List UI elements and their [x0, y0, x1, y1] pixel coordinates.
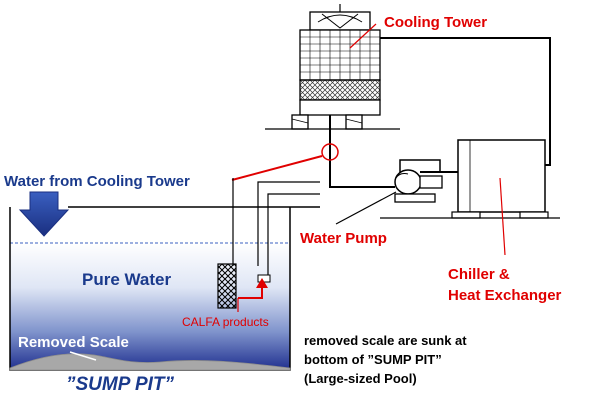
note-line-1: removed scale are sunk at: [304, 333, 467, 348]
tower-leader-line: [349, 23, 377, 49]
pure-water-label: Pure Water: [82, 270, 172, 289]
scale-leader-line: [69, 351, 97, 361]
tower-fill: [299, 79, 381, 101]
water-pump: [394, 169, 443, 203]
removed-scale-heap: [9, 353, 291, 371]
sump-pit-label: ”SUMP PIT”: [66, 374, 175, 395]
removed-scale-label: Removed Scale: [18, 334, 129, 351]
note-line-2: bottom of ”SUMP PIT”: [304, 352, 442, 367]
chiller-label-line2: Heat Exchanger: [448, 287, 562, 304]
calfa-cartridge: [217, 263, 237, 309]
inflow-arrow: [18, 191, 70, 237]
tower-basin: [299, 99, 381, 116]
pump-leader-line: [335, 191, 397, 225]
sample-leader-line: [231, 155, 323, 181]
note-line-3: (Large-sized Pool): [304, 371, 417, 386]
sump-pit: [9, 207, 291, 371]
piping: [329, 37, 551, 188]
cooling-tower: [265, 4, 400, 130]
tower-outlet-pipe: [329, 115, 395, 188]
water-from-cooling-tower-label: Water from Cooling Tower: [4, 173, 190, 190]
cooling-tower-label: Cooling Tower: [384, 14, 488, 31]
return-pipe: [380, 37, 551, 166]
calfa-products-label: CALFA products: [182, 315, 269, 329]
pool-water: [10, 243, 290, 370]
sample-point-circle: [321, 143, 339, 161]
chiller-leader-line: [499, 177, 506, 256]
calfa-assembly: [217, 178, 320, 312]
chiller-label-line1: Chiller &: [448, 266, 510, 283]
water-pump-label: Water Pump: [300, 230, 387, 247]
